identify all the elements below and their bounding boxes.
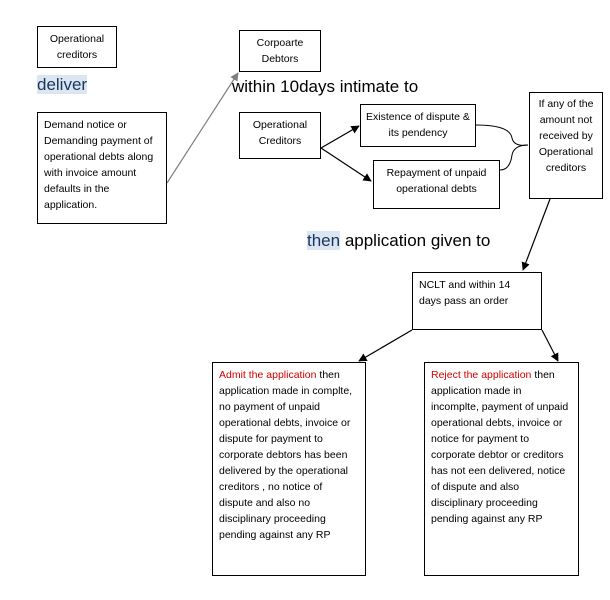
then-application-label: then application given to: [307, 231, 490, 251]
if-any-box: If any of the amount not received by Ope…: [529, 92, 603, 199]
corporate-debtors-box: Corpoarte Debtors: [239, 30, 321, 72]
admit-application-box: Admit the application then application m…: [212, 362, 366, 576]
deliver-label: deliver: [37, 75, 88, 95]
demand-notice-box: Demand notice or Demanding payment of op…: [37, 112, 167, 224]
arrow-to-dispute: [320, 125, 360, 149]
arrow-to-nclt: [521, 198, 551, 271]
arrow-to-repayment: [320, 147, 372, 182]
within-10days-label: within 10days intimate to: [232, 77, 419, 96]
reject-text: then application made in incomplte, paym…: [431, 369, 569, 525]
operational-creditors-mid-box: Operational Creditors: [239, 112, 321, 159]
admit-text: then application made in complte, no pay…: [219, 369, 353, 541]
then-highlight: then: [307, 231, 341, 250]
existence-of-dispute-box: Existence of dispute & its pendency: [360, 104, 476, 147]
reject-lead: Reject the application: [431, 369, 532, 381]
admit-lead: Admit the application: [219, 369, 317, 381]
repayment-box: Repayment of unpaid operational debts: [373, 160, 500, 209]
arrow-demand-to-debtors: [166, 72, 239, 184]
arrow-to-reject: [541, 329, 559, 362]
arrow-to-admit: [358, 329, 413, 362]
reject-application-box: Reject the application then application …: [424, 362, 579, 576]
nclt-box: NCLT and within 14 days pass an order: [412, 272, 542, 330]
deliver-highlight: deliver: [37, 75, 88, 94]
operational-creditors-top-box: Operational creditors: [37, 26, 117, 68]
brace-connector: [475, 124, 529, 146]
brace-connector-lower: [499, 144, 529, 171]
application-given-to-text: application given to: [340, 231, 491, 250]
